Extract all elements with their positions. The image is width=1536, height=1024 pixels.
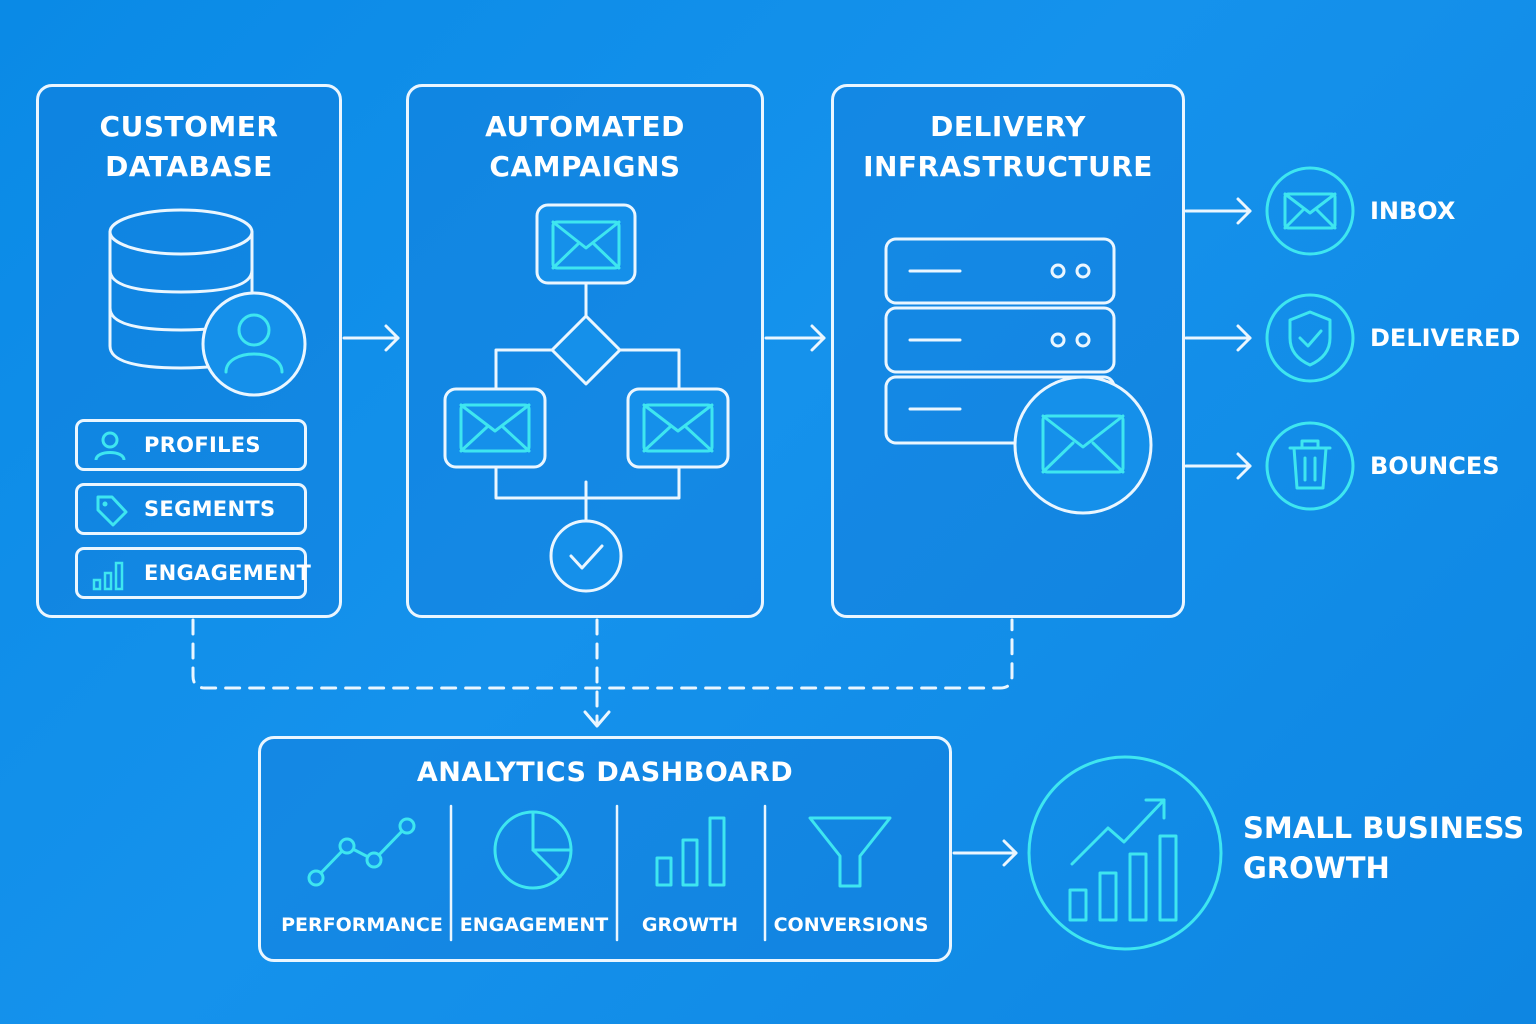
envelope-icon-top xyxy=(535,203,637,285)
bar-chart-icon xyxy=(92,561,124,591)
user-badge-icon xyxy=(201,291,307,397)
arrow-campaigns-to-delivery xyxy=(764,324,826,352)
arrow-to-inbox xyxy=(1184,197,1252,225)
envelope-icon-left xyxy=(443,387,547,469)
delivery-infrastructure-panel: DELIVERY INFRASTRUCTURE xyxy=(831,84,1185,618)
line-chart-icon xyxy=(307,817,416,887)
dashed-analytics-connector xyxy=(191,618,1014,724)
decision-diamond-icon xyxy=(550,314,622,386)
delivery-infrastructure-title: DELIVERY INFRASTRUCTURE xyxy=(863,110,1153,183)
engagement-chip: ENGAGEMENT xyxy=(75,547,311,599)
arrow-to-bounces xyxy=(1184,452,1252,480)
arrow-to-delivered xyxy=(1184,324,1252,352)
analytics-dashboard-title: ANALYTICS DASHBOARD xyxy=(416,757,794,788)
inbox-envelope-icon xyxy=(1265,166,1355,256)
profiles-chip: PROFILES xyxy=(75,419,307,471)
arrow-to-analytics xyxy=(583,710,611,728)
small-business-growth-label: SMALL BUSINESS GROWTH xyxy=(1243,811,1525,885)
mail-server-envelope-icon xyxy=(1013,375,1153,515)
segments-chip: SEGMENTS xyxy=(75,483,307,535)
delivered-label: DELIVERED xyxy=(1370,324,1521,352)
tag-icon xyxy=(96,495,128,527)
pie-chart-icon xyxy=(493,810,573,890)
metric-engagement-label: ENGAGEMENT xyxy=(459,914,609,936)
customer-database-title: CUSTOMER DATABASE xyxy=(99,110,279,183)
growth-bars-icon xyxy=(655,816,726,887)
metric-performance-label: PERFORMANCE xyxy=(281,914,443,936)
metric-conversions-label: CONVERSIONS xyxy=(773,914,929,936)
segments-label: SEGMENTS xyxy=(144,497,276,521)
envelope-icon-right xyxy=(626,387,730,469)
funnel-icon xyxy=(808,816,892,888)
inbox-label: INBOX xyxy=(1370,197,1456,225)
arrow-db-to-campaigns xyxy=(342,324,400,352)
metric-growth-label: GROWTH xyxy=(641,914,739,936)
campaign-flow-lines xyxy=(494,281,681,528)
automated-campaigns-title: AUTOMATED CAMPAIGNS xyxy=(485,110,685,183)
trash-icon xyxy=(1265,421,1355,511)
engagement-label: ENGAGEMENT xyxy=(144,561,312,585)
user-icon xyxy=(94,431,126,461)
shield-check-icon xyxy=(1265,293,1355,383)
bounces-label: BOUNCES xyxy=(1370,452,1500,480)
arrow-analytics-to-growth xyxy=(952,839,1018,867)
growth-chart-icon xyxy=(1027,755,1223,951)
check-circle-icon xyxy=(549,519,623,593)
profiles-label: PROFILES xyxy=(144,433,261,457)
